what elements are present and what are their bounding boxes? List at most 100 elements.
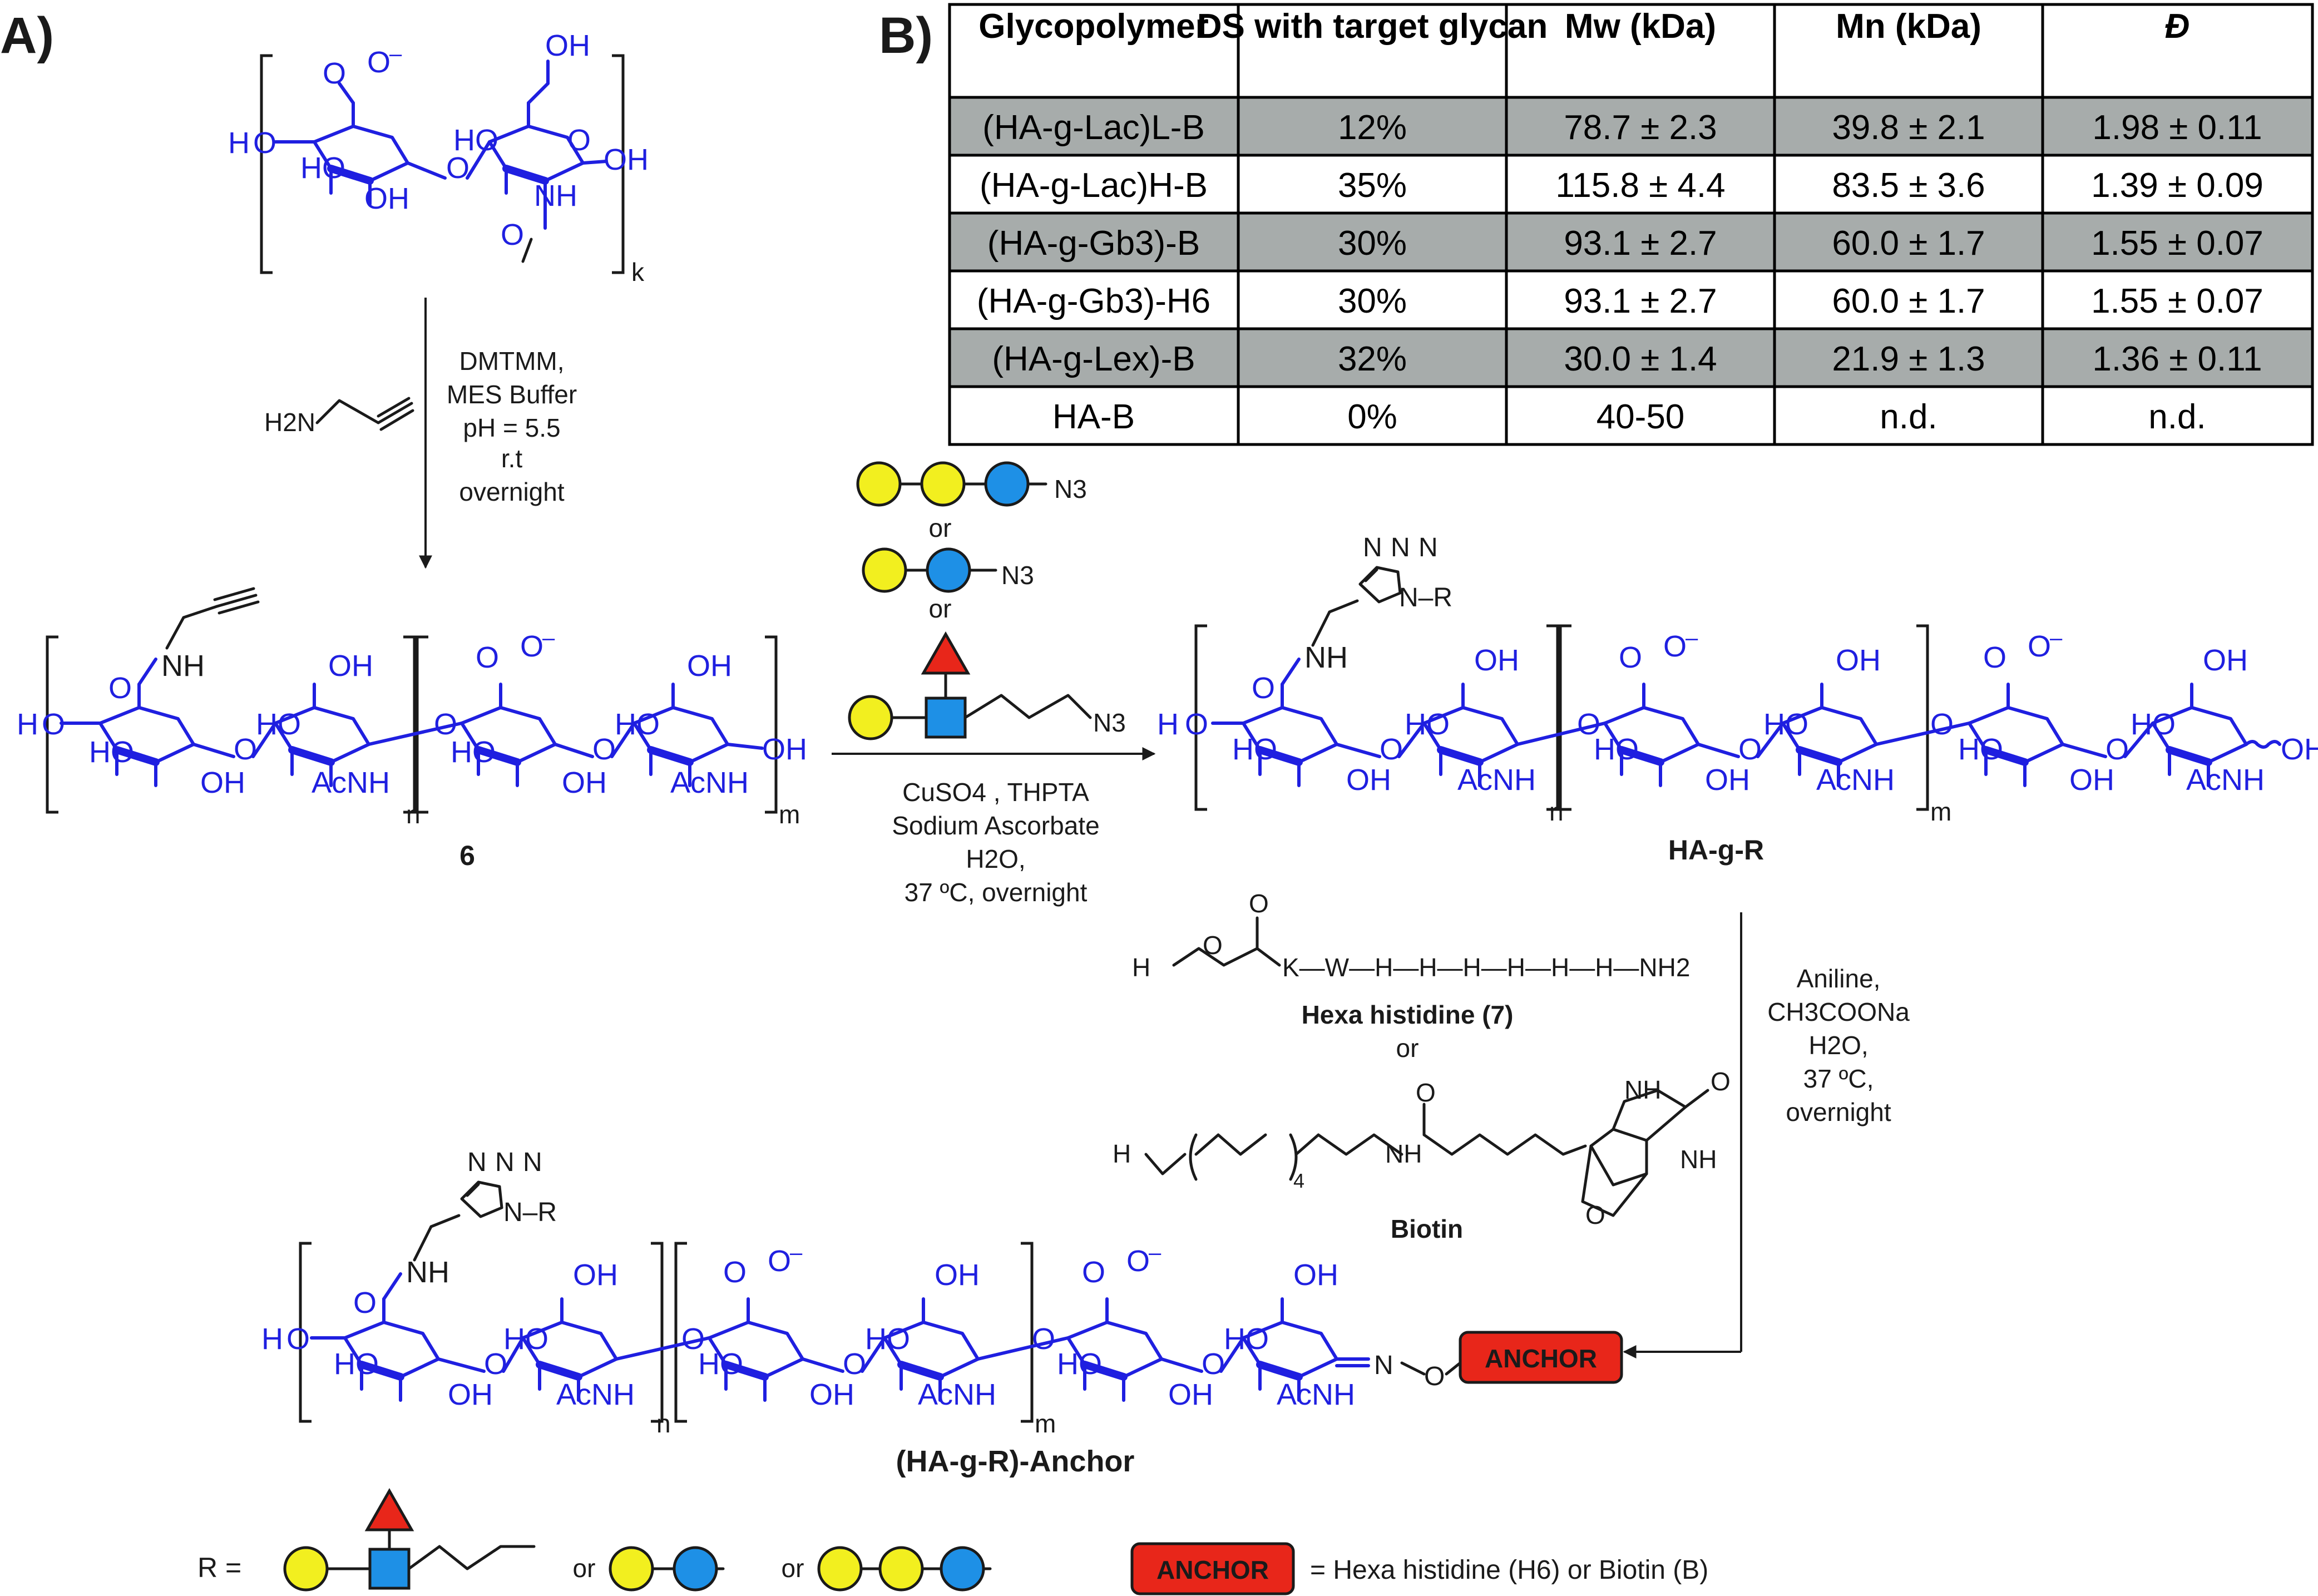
atom-O: O <box>253 126 276 160</box>
atom-OH: OH <box>573 1258 618 1292</box>
atom-AcNH: AcNH <box>1816 763 1895 797</box>
table-cell-mn: 60.0 ± 1.7 <box>1832 224 1985 263</box>
atom-AcNH: AcNH <box>670 766 749 799</box>
table-row-shade-5 <box>950 329 2312 387</box>
atom-HO: HO <box>1958 733 2003 766</box>
atom-HO: HO <box>615 708 660 741</box>
atom-OH: OH <box>935 1258 980 1292</box>
step3-condition: 37 ºC, <box>1803 1064 1874 1093</box>
atom-OH: OH <box>545 29 590 62</box>
step1-reagent: H2N <box>264 408 315 437</box>
atom-HO: HO <box>453 123 498 157</box>
atom-HO: HO <box>89 735 134 769</box>
atom-NH: NH <box>1680 1145 1717 1174</box>
hexa-histidine-label: Hexa histidine (7) <box>1302 1000 1514 1029</box>
anchor-legend-text: = Hexa histidine (H6) or Biotin (B) <box>1310 1555 1708 1585</box>
atom-O: O <box>1577 708 1600 741</box>
atom-NH: NH <box>1304 641 1348 674</box>
atom-N: N <box>523 1148 542 1177</box>
compound-6-label: 6 <box>459 840 475 871</box>
table-cell-ds: 32% <box>1338 340 1407 378</box>
panel-a-label: A) <box>0 7 54 64</box>
atom-AcNH: AcNH <box>2186 763 2265 797</box>
atom-O: O <box>108 671 132 705</box>
atom-H: H <box>1132 953 1150 982</box>
atom-HO: HO <box>2131 708 2176 741</box>
table-row: (HA-g-Lac)L-B 12% 78.7 ± 2.3 39.8 ± 2.1 … <box>982 108 2262 147</box>
atom-O: O <box>768 1244 791 1278</box>
atom-O: O <box>353 1286 377 1320</box>
atom-n: n <box>406 800 421 829</box>
compound-6-structure: n m H O NH O HO OH O HO OH AcNH O O O – … <box>17 587 807 871</box>
atom-OH: OH <box>604 143 649 176</box>
atom-OH: OH <box>809 1378 854 1411</box>
table-cell-name: (HA-g-Gb3)-B <box>987 224 1200 263</box>
atom-O: O <box>1252 671 1275 705</box>
atom-O: O <box>1738 733 1762 766</box>
atom-OH: OH <box>762 733 807 766</box>
table-cell-ds: 0% <box>1347 398 1397 436</box>
atom-minus: – <box>790 1241 803 1265</box>
atom-O: O <box>723 1256 747 1289</box>
table-row-shade-1 <box>950 97 2312 155</box>
atom-R: N–R <box>503 1198 557 1227</box>
atom-minus: – <box>2050 626 2063 650</box>
atom-O: O <box>234 733 257 766</box>
table-cell-mn: 83.5 ± 3.6 <box>1832 166 1985 205</box>
table-row: (HA-g-Lex)-B 32% 30.0 ± 1.4 21.9 ± 1.3 1… <box>992 340 2262 378</box>
atom-n: n <box>1549 797 1564 826</box>
glycan-trisaccharide-azide: N3 <box>856 461 1087 507</box>
table-cell-name: (HA-g-Lac)H-B <box>980 166 1208 205</box>
atom-N: N <box>1363 533 1382 562</box>
atom-O: O <box>1424 1362 1445 1391</box>
table-header-dispersity: Đ <box>2165 7 2190 46</box>
step3-condition: overnight <box>1786 1098 1891 1126</box>
atom-HO: HO <box>1232 733 1277 766</box>
table-cell-d: 1.55 ± 0.07 <box>2091 224 2263 263</box>
atom-O: O <box>1203 931 1223 960</box>
step1-condition: r.t <box>501 444 523 473</box>
table-cell-mw: 30.0 ± 1.4 <box>1564 340 1717 378</box>
r-legend-prefix: R = <box>197 1552 241 1583</box>
atom-O: O <box>446 151 469 185</box>
step2-condition: H2O, <box>966 844 1025 873</box>
step3-condition: Aniline, <box>1797 964 1881 993</box>
atom-OH: OH <box>687 649 732 683</box>
step3-condition: H2O, <box>1808 1031 1868 1060</box>
atom-n: n <box>656 1409 671 1438</box>
atom-O: O <box>1082 1256 1105 1289</box>
atom-HO: HO <box>1224 1322 1269 1356</box>
step3-arrow-group: Aniline, CH3COONa H2O, 37 ºC, overnight <box>1623 912 1910 1358</box>
table-cell-name: HA-B <box>1052 398 1135 436</box>
atom-AcNH: AcNH <box>918 1378 996 1411</box>
atom-OH: OH <box>2281 733 2318 766</box>
atom-HO: HO <box>1594 733 1639 766</box>
atom-m: m <box>1930 797 1951 826</box>
legend-glycan-disaccharide <box>609 1546 725 1592</box>
atom-HO: HO <box>334 1347 379 1381</box>
atom-OH: OH <box>1474 644 1519 677</box>
hexa-chain: K—W—H—H—H—H—H—H—NH2 <box>1282 953 1690 982</box>
atom-H: H <box>1157 708 1179 741</box>
atom-O: O <box>567 123 591 157</box>
anchor-product-label: (HA-g-R)-Anchor <box>896 1445 1135 1478</box>
table-cell-name: (HA-g-Lac)L-B <box>982 108 1205 147</box>
atom-R: N–R <box>1399 583 1452 612</box>
table-cell-mw: 40-50 <box>1597 398 1685 436</box>
table-cell-d: 1.98 ± 0.11 <box>2092 108 2262 147</box>
ha-disaccharide-structure: k H O OH HO OH O HO OH NH O O – O O <box>228 29 649 286</box>
atom-H: H <box>1113 1139 1131 1168</box>
atom-O: O <box>1380 733 1403 766</box>
atom-HO: HO <box>256 708 301 741</box>
table-cell-mw: 78.7 ± 2.3 <box>1564 108 1717 147</box>
step2-condition: Sodium Ascorbate <box>892 811 1099 840</box>
step1-condition: overnight <box>459 477 564 506</box>
atom-OH: OH <box>1346 763 1391 797</box>
atom-HO: HO <box>1057 1347 1102 1381</box>
atom-AcNH: AcNH <box>1457 763 1536 797</box>
anchor-box: ANCHOR <box>1459 1331 1623 1384</box>
table-header-mn: Mn (kDa) <box>1836 7 1981 46</box>
atom-N: N <box>1374 1351 1393 1380</box>
legend-glycan-fucosylated <box>283 1488 536 1592</box>
atom-O: O <box>1416 1078 1436 1107</box>
